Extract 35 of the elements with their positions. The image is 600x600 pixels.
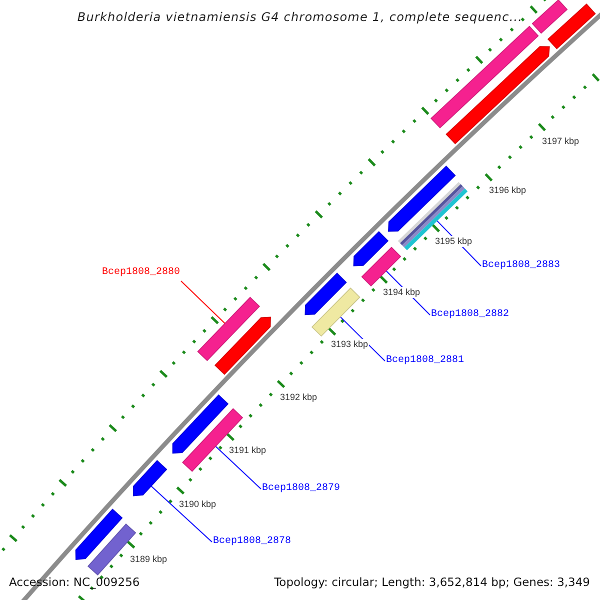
scale-label: 3194 kbp	[382, 287, 422, 298]
leader-line	[180, 280, 226, 324]
leader-line	[150, 486, 212, 542]
gene-block	[532, 0, 568, 34]
gene-block	[133, 460, 168, 496]
gene-label: Bcep1808_2878	[213, 536, 292, 548]
scale-label: 3197 kbp	[541, 136, 580, 147]
leader-line	[340, 316, 386, 362]
summary-text: Topology: circular; Length: 3,652,814 bp; Genes: 3,349	[274, 575, 590, 589]
leader-line	[215, 446, 262, 490]
gene-label: Bcep1808_2882	[431, 309, 510, 321]
gene-block	[547, 3, 596, 50]
accession-text: Accession: NC_009256	[9, 575, 140, 589]
gene-block	[197, 296, 260, 362]
gene-label: Bcep1808_2880	[102, 267, 180, 279]
scale-label: 3189 kbp	[129, 554, 168, 565]
gene-block	[388, 166, 456, 232]
gene-label: Bcep1808_2881	[386, 355, 464, 367]
scale-label: 3192 kbp	[279, 392, 318, 403]
scale-label: 3191 kbp	[228, 445, 268, 456]
gene-block	[361, 246, 402, 287]
gene-block	[214, 316, 271, 375]
gene-label: Bcep1808_2883	[482, 260, 560, 272]
gene-label: Bcep1808_2879	[262, 483, 340, 495]
gene-block	[75, 508, 123, 560]
gene-block	[172, 394, 229, 454]
scale-label: 3193 kbp	[330, 339, 370, 350]
scale-label: 3196 kbp	[488, 185, 528, 196]
gene-block	[311, 287, 360, 337]
gene-block	[353, 231, 389, 266]
gene-block	[430, 26, 539, 128]
gene-block	[304, 272, 347, 316]
map-title: Burkholderia vietnamiensis G4 chromosome 1, complete sequenc...	[77, 9, 523, 26]
scale-label: 3195 kbp	[434, 236, 474, 247]
scale-label: 3190 kbp	[178, 499, 218, 510]
